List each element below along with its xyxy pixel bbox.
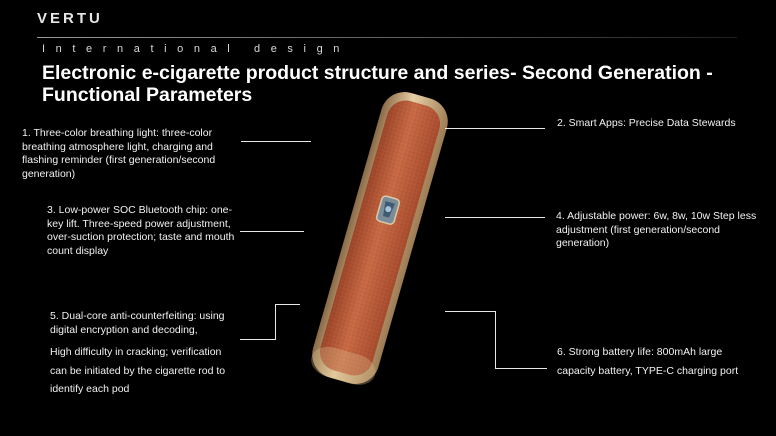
- header-divider: [37, 37, 737, 38]
- callout-2-leader-line: [445, 128, 545, 129]
- callout-4-leader-line: [445, 217, 545, 218]
- callout-5-leader-horizontal: [240, 339, 275, 340]
- callout-5-detail: High difficulty in cracking; verificatio…: [50, 346, 226, 395]
- callout-1-leader-line: [241, 141, 311, 142]
- callout-3: 3. Low-power SOC Bluetooth chip: one-key…: [47, 204, 235, 257]
- callout-1: 1. Three-color breathing light: three-co…: [22, 127, 216, 180]
- brand-logo: VERTU: [37, 10, 103, 27]
- callout-6-leader-vertical: [495, 311, 496, 368]
- callout-5-heading: 5. Dual-core anti-counterfeiting: using …: [50, 310, 225, 336]
- callout-2: 2. Smart Apps: Precise Data Stewards: [557, 117, 736, 129]
- callout-3-leader-line: [240, 231, 304, 232]
- callout-6-leader-horizontal: [495, 368, 547, 369]
- callout-5-leader-top: [275, 304, 300, 305]
- callout-6: 6. Strong battery life: 800mAh large cap…: [557, 346, 739, 377]
- callout-5-leader-vertical: [275, 304, 276, 340]
- callout-6-leader-top: [445, 311, 495, 312]
- callout-4: 4. Adjustable power: 6w, 8w, 10w Step le…: [556, 210, 757, 249]
- page-title: Electronic e-cigarette product structure…: [42, 62, 713, 106]
- tagline: International design: [42, 43, 351, 55]
- e-cigarette-device-image: [311, 92, 448, 385]
- sapphire-badge-icon: [375, 195, 401, 225]
